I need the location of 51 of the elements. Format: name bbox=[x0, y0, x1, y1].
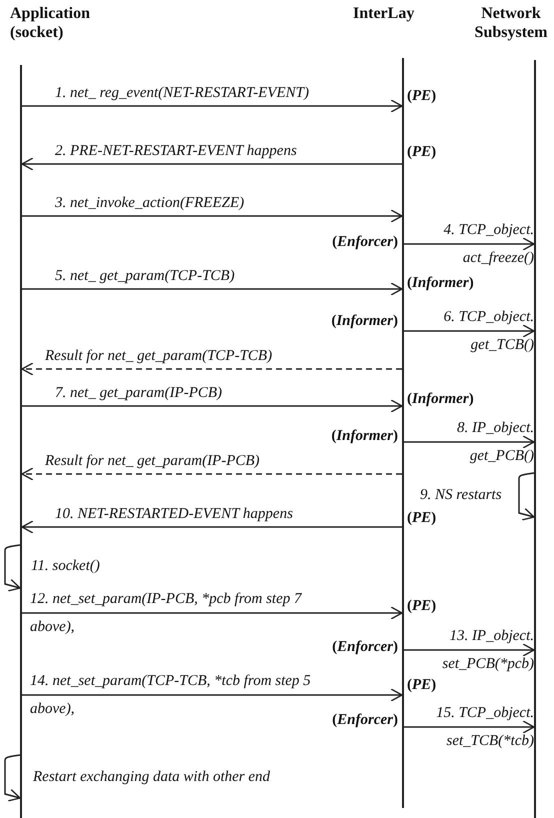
role-label: (PE) bbox=[407, 510, 436, 527]
lifeline-heading: Network Subsystem bbox=[474, 4, 548, 42]
message-label: 6. TCP_object. get_TCB() bbox=[442, 308, 534, 355]
message-arrow bbox=[22, 688, 403, 702]
message-label: 3. net_invoke_action(FREEZE) bbox=[55, 194, 244, 212]
message-arrow bbox=[404, 435, 535, 449]
message-arrow bbox=[22, 606, 403, 620]
message-label: Result for net_ get_param(TCP-TCB) bbox=[45, 347, 272, 365]
message-arrow bbox=[22, 99, 403, 113]
role-label: (Informer) bbox=[407, 275, 474, 292]
message-label: 10. NET-RESTARTED-EVENT happens bbox=[55, 505, 293, 523]
self-message-arrow bbox=[518, 472, 535, 521]
message-arrow bbox=[21, 520, 402, 534]
role-label: (PE) bbox=[407, 144, 436, 161]
role-label: (PE) bbox=[407, 88, 436, 105]
message-label: 9. NS restarts bbox=[420, 486, 502, 504]
message-label: 2. PRE-NET-RESTART-EVENT happens bbox=[55, 142, 297, 160]
message-label: Restart exchanging data with other end bbox=[33, 768, 270, 786]
self-message-arrow bbox=[4, 544, 21, 592]
message-arrow bbox=[404, 643, 535, 657]
message-label: 15. TCP_object. set_TCB(*tcb) bbox=[435, 704, 534, 751]
message-arrow bbox=[22, 209, 403, 223]
self-message-arrow bbox=[4, 754, 21, 802]
message-label: 5. net_ get_param(TCP-TCB) bbox=[55, 267, 235, 285]
message-label: 11. socket() bbox=[31, 557, 100, 575]
message-label: 7. net_ get_param(IP-PCB) bbox=[55, 384, 222, 402]
message-label: Result for net_ get_param(IP-PCB) bbox=[45, 452, 260, 470]
message-label: 8. IP_object. get_PCB() bbox=[456, 419, 534, 466]
message-arrow bbox=[404, 324, 535, 338]
role-label: (Informer) bbox=[331, 428, 398, 445]
message-arrow bbox=[404, 720, 535, 734]
return-message-arrow bbox=[21, 362, 402, 376]
message-arrow bbox=[22, 282, 403, 296]
message-label: 13. IP_object. set_PCB(*pcb) bbox=[441, 627, 534, 674]
message-arrow bbox=[21, 157, 402, 171]
role-label: (Informer) bbox=[331, 313, 398, 330]
message-label: 1. net_ reg_event(NET-RESTART-EVENT) bbox=[55, 84, 309, 102]
message-label: 14. net_set_param(TCP-TCB, *tcb from step 5 above), bbox=[30, 672, 312, 719]
lifeline-heading: InterLay bbox=[353, 4, 414, 23]
message-arrow bbox=[22, 399, 403, 413]
lifeline-heading: Application (socket) bbox=[10, 4, 92, 42]
return-message-arrow bbox=[21, 467, 402, 481]
role-label: (Enforcer) bbox=[332, 712, 398, 729]
role-label: (Enforcer) bbox=[332, 234, 398, 251]
message-arrow bbox=[404, 237, 535, 251]
message-label: 4. TCP_object. act_freeze() bbox=[442, 221, 534, 268]
role-label: (PE) bbox=[407, 677, 436, 694]
role-label: (Informer) bbox=[407, 391, 474, 408]
role-label: (PE) bbox=[407, 598, 436, 615]
role-label: (Enforcer) bbox=[332, 639, 398, 656]
message-label: 12. net_set_param(IP-PCB, *pcb from step 7 above), bbox=[30, 590, 303, 637]
